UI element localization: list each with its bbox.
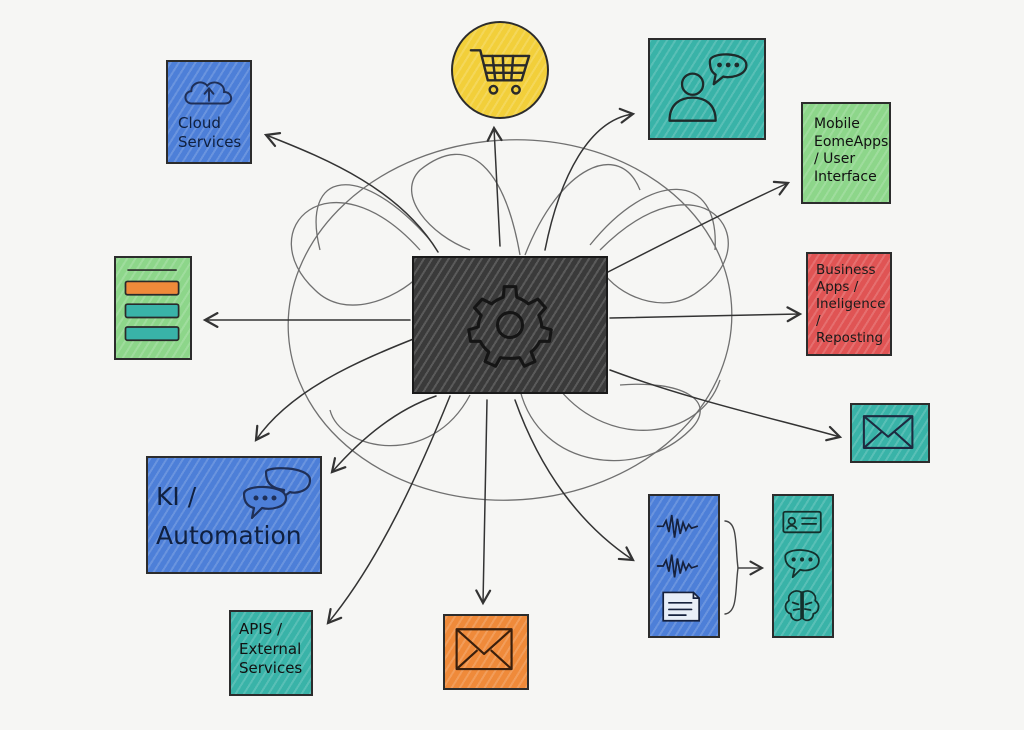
arrow-to-automation-a <box>254 337 417 442</box>
database-stack-icon <box>124 269 180 342</box>
apis-node: APIS / External Services <box>229 610 313 696</box>
arrow-to-automation-b <box>330 395 437 474</box>
ai-outputs-node <box>772 494 834 638</box>
email-right-node <box>850 403 930 463</box>
automation-node: KI / Automation <box>146 456 322 574</box>
chat-bubbles-icon <box>242 467 312 520</box>
arrow-to-cart <box>486 125 503 247</box>
arrow-to-audio <box>514 399 635 562</box>
cloud-upload-icon <box>184 81 233 105</box>
arrows <box>202 107 843 625</box>
cloud-services-node: Cloud Services <box>166 60 252 164</box>
gear-icon <box>467 285 553 368</box>
merge-bracket <box>724 520 765 615</box>
business-apps-label: Business Apps / Ineligence / Reposting <box>816 262 886 346</box>
mobile-apps-node: Mobile EomeApps / User Interface <box>801 102 891 204</box>
central-hub-node <box>412 256 608 394</box>
cloud-services-label: Cloud Services <box>178 114 242 151</box>
cart-node <box>451 21 549 119</box>
id-chat-brain-icon <box>782 510 822 622</box>
automation-label: KI / Automation <box>156 482 302 550</box>
arrow-to-business <box>609 306 803 323</box>
arrow-to-apis <box>326 395 451 625</box>
envelope-icon <box>455 628 513 671</box>
user-chat-icon <box>668 53 748 122</box>
storage-node <box>114 256 192 360</box>
envelope-icon <box>862 415 914 449</box>
arrow-to-user-chat <box>544 107 636 251</box>
email-bottom-node <box>443 614 529 690</box>
mobile-apps-label: Mobile EomeApps / User Interface <box>814 116 889 185</box>
audio-wave-document-icon <box>656 514 700 622</box>
business-apps-node: Business Apps / Ineligence / Reposting <box>806 252 892 356</box>
arrow-to-email-right <box>609 369 843 442</box>
apis-label: APIS / External Services <box>239 620 303 677</box>
user-chat-node <box>648 38 766 140</box>
arrow-to-cloud <box>263 131 439 253</box>
arrow-to-mobile <box>607 180 791 273</box>
shopping-cart-icon <box>469 49 531 95</box>
arrow-to-email-bottom <box>475 399 492 606</box>
audio-document-node <box>648 494 720 638</box>
